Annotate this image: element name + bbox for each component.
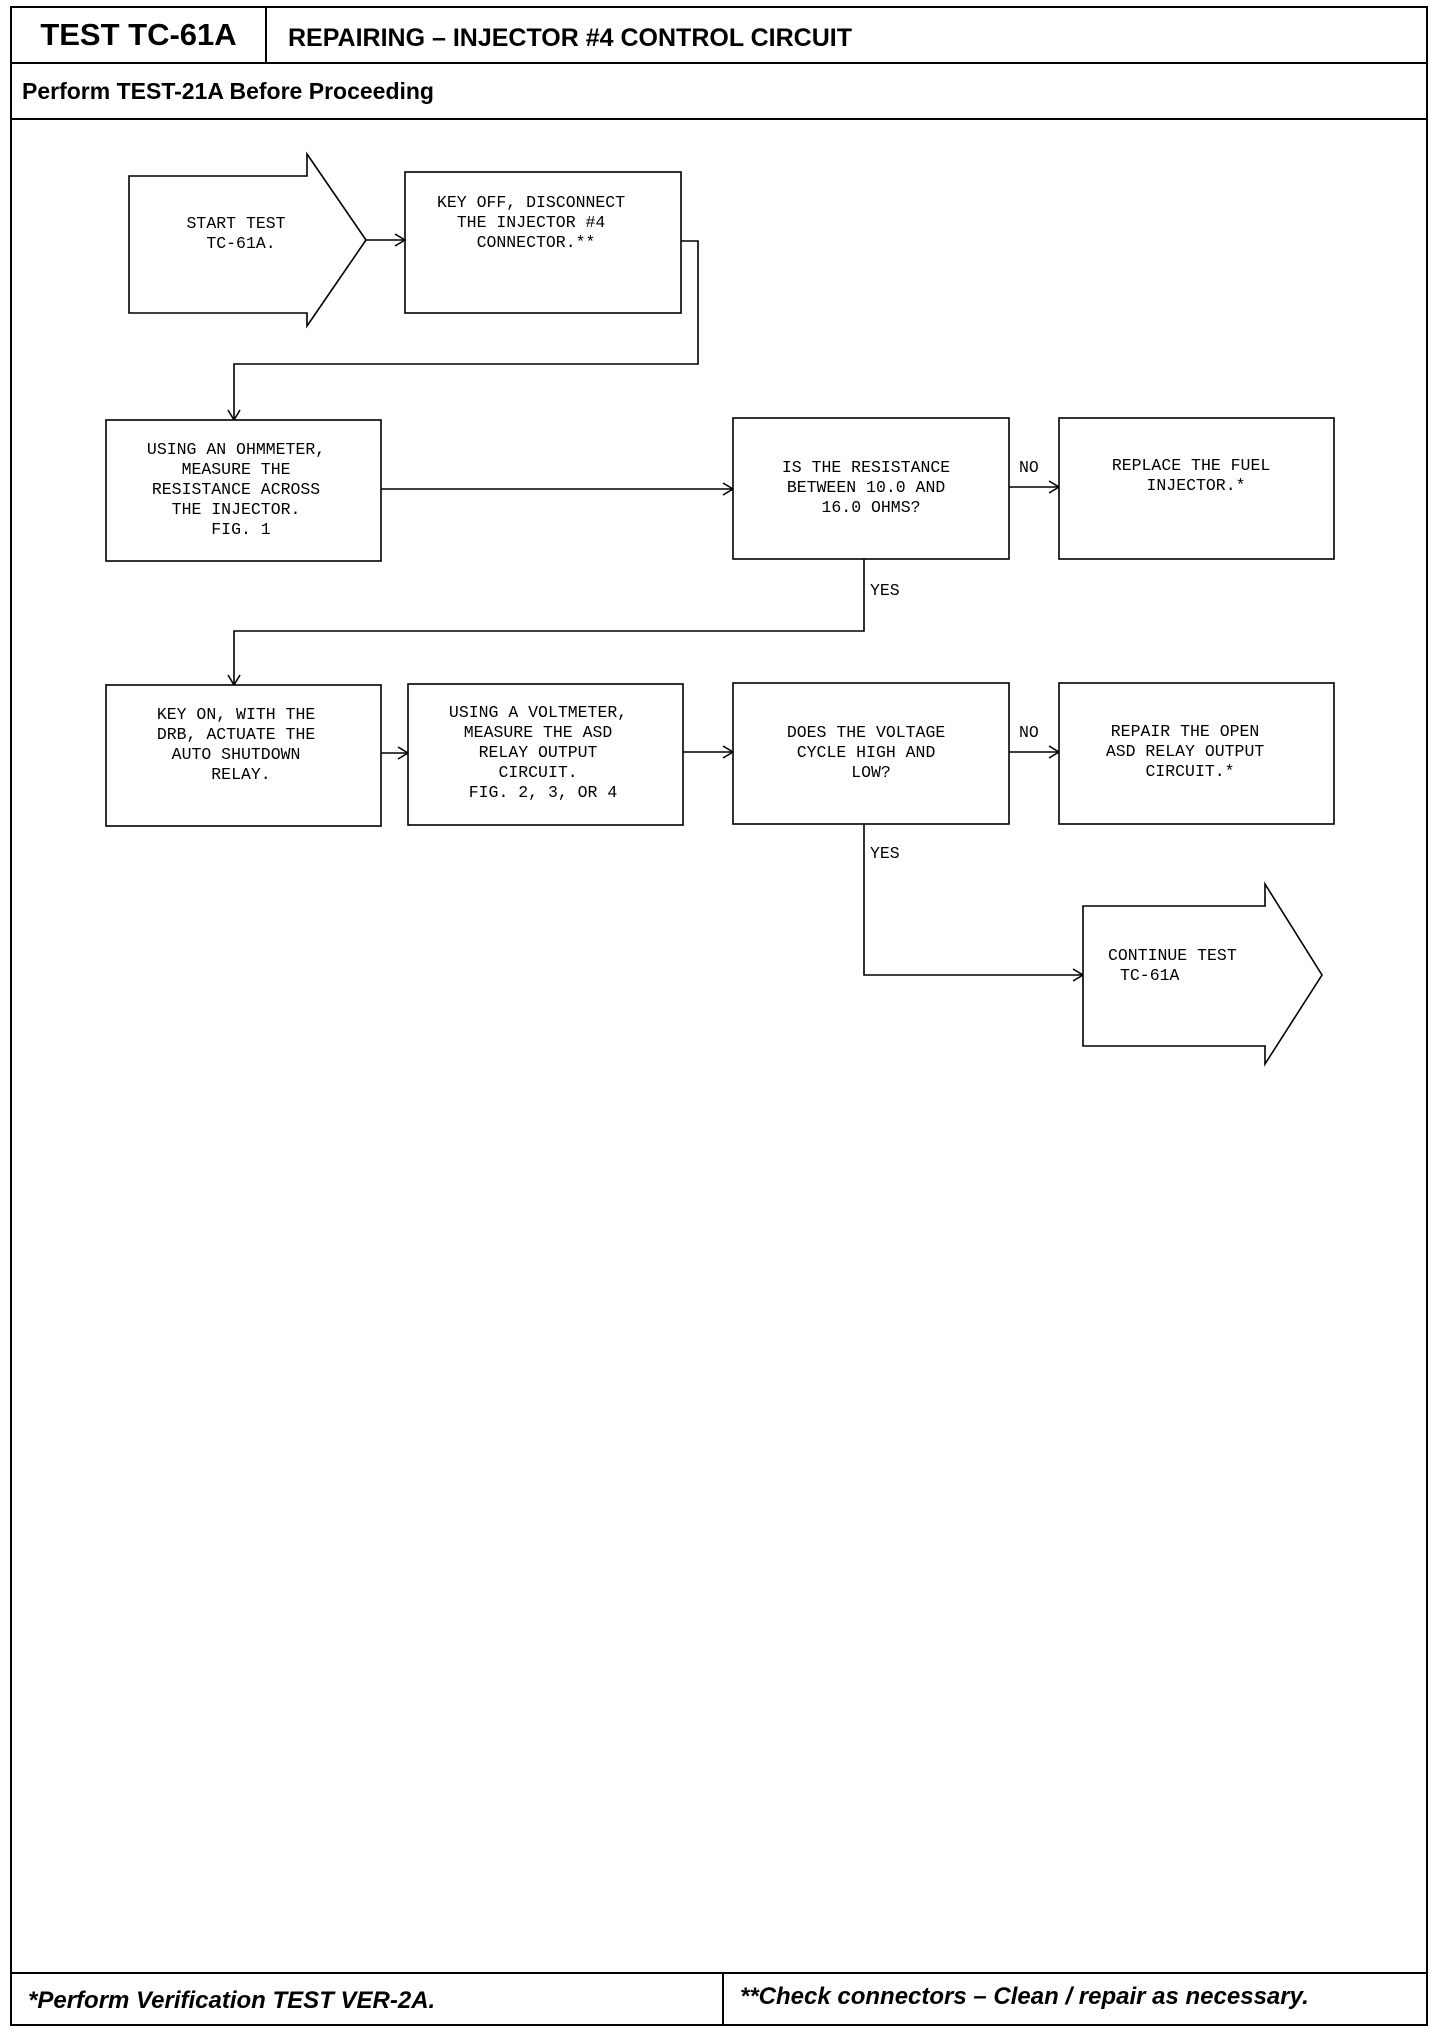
voltmeter-line-3: RELAY OUTPUT <box>479 743 598 762</box>
voltage-line-2: CYCLE HIGH AND <box>797 743 936 762</box>
continue-line-1: CONTINUE TEST <box>1108 946 1237 965</box>
voltmeter-step-text: USING A VOLTMETER, MEASURE THE ASD RELAY… <box>449 703 637 802</box>
voltmeter-line-5: FIG. 2, 3, OR 4 <box>469 783 618 802</box>
disconnect-step-text: KEY OFF, DISCONNECT THE INJECTOR #4 CONN… <box>437 193 635 252</box>
actuate-line-3: AUTO SHUTDOWN <box>172 745 301 764</box>
disconnect-line-3: CONNECTOR.** <box>477 233 596 252</box>
connector-voltage-yes <box>863 824 1083 976</box>
repair-circuit-text: REPAIR THE OPEN ASD RELAY OUTPUT CIRCUIT… <box>1106 722 1274 781</box>
ohmmeter-step-text: USING AN OHMMETER, MEASURE THE RESISTANC… <box>147 440 335 539</box>
ohmmeter-line-2: MEASURE THE <box>182 460 291 479</box>
ohmmeter-step-box <box>105 419 382 562</box>
start-line-1: START TEST <box>187 214 286 233</box>
voltage-decision-box <box>732 682 1010 825</box>
voltmeter-step-box <box>407 683 684 826</box>
start-line-2: TC-61A. <box>206 234 275 253</box>
ohmmeter-line-4: THE INJECTOR. <box>172 500 301 519</box>
ohmmeter-line-5: FIG. 1 <box>211 520 271 539</box>
actuate-line-4: RELAY. <box>211 765 270 784</box>
repair-line-2: ASD RELAY OUTPUT <box>1106 742 1265 761</box>
replace-line-1: REPLACE THE FUEL <box>1112 456 1270 475</box>
connector-resistance-yes <box>233 559 865 685</box>
start-text: START TEST TC-61A. <box>187 214 296 253</box>
resistance-line-1: IS THE RESISTANCE <box>782 458 950 477</box>
resistance-decision-box <box>732 417 1010 560</box>
resistance-line-3: 16.0 OHMS? <box>821 498 920 517</box>
test-title: REPAIRING – INJECTOR #4 CONTROL CIRCUIT <box>288 24 852 52</box>
voltage-decision-text: DOES THE VOLTAGE CYCLE HIGH AND LOW? <box>787 723 955 782</box>
prerequisite-row: Perform TEST-21A Before Proceeding <box>12 64 1426 120</box>
connector-disconnect-to-ohmmeter <box>233 240 699 420</box>
repair-line-1: REPAIR THE OPEN <box>1111 722 1260 741</box>
actuate-line-1: KEY ON, WITH THE <box>157 705 316 724</box>
header-row: TEST TC-61A REPAIRING – INJECTOR #4 CONT… <box>12 8 1426 64</box>
actuate-relay-box <box>105 684 382 827</box>
actuate-line-2: DRB, ACTUATE THE <box>157 725 316 744</box>
start-arrow <box>128 151 367 329</box>
prerequisite-note: Perform TEST-21A Before Proceeding <box>22 78 434 104</box>
repair-line-3: CIRCUIT.* <box>1145 762 1234 781</box>
disconnect-step-box <box>404 171 682 314</box>
voltage-line-1: DOES THE VOLTAGE <box>787 723 946 742</box>
continue-line-2: TC-61A <box>1120 966 1180 985</box>
voltmeter-line-1: USING A VOLTMETER, <box>449 703 627 722</box>
footer-connector-note: **Check connectors – Clean / repair as n… <box>740 1983 1309 2010</box>
resistance-decision-text: IS THE RESISTANCE BETWEEN 10.0 AND 16.0 … <box>782 458 960 517</box>
resistance-line-2: BETWEEN 10.0 AND <box>787 478 946 497</box>
ohmmeter-line-3: RESISTANCE ACROSS <box>152 480 320 499</box>
ohmmeter-line-1: USING AN OHMMETER, <box>147 440 325 459</box>
repair-circuit-box <box>1058 682 1335 825</box>
resistance-no-label: NO <box>1019 458 1039 477</box>
continue-arrow <box>1082 881 1323 1067</box>
voltmeter-line-4: CIRCUIT. <box>498 763 577 782</box>
disconnect-line-2: THE INJECTOR #4 <box>457 213 606 232</box>
continue-text: CONTINUE TEST TC-61A <box>1108 946 1247 985</box>
voltage-line-3: LOW? <box>851 763 891 782</box>
footer: *Perform Verification TEST VER-2A. **Che… <box>12 1972 1426 2024</box>
disconnect-line-1: KEY OFF, DISCONNECT <box>437 193 625 212</box>
actuate-relay-text: KEY ON, WITH THE DRB, ACTUATE THE AUTO S… <box>157 705 325 784</box>
voltage-yes-label: YES <box>870 844 900 863</box>
replace-line-2: INJECTOR.* <box>1146 476 1245 495</box>
resistance-yes-label: YES <box>870 581 900 600</box>
arrowhead-disconnect <box>394 233 407 247</box>
replace-injector-box <box>1058 417 1335 560</box>
test-id: TEST TC-61A <box>12 8 267 62</box>
voltmeter-line-2: MEASURE THE ASD <box>464 723 613 742</box>
footer-verification-note: *Perform Verification TEST VER-2A. <box>12 1974 724 2024</box>
voltage-no-label: NO <box>1019 723 1039 742</box>
replace-injector-text: REPLACE THE FUEL INJECTOR.* <box>1112 456 1280 495</box>
